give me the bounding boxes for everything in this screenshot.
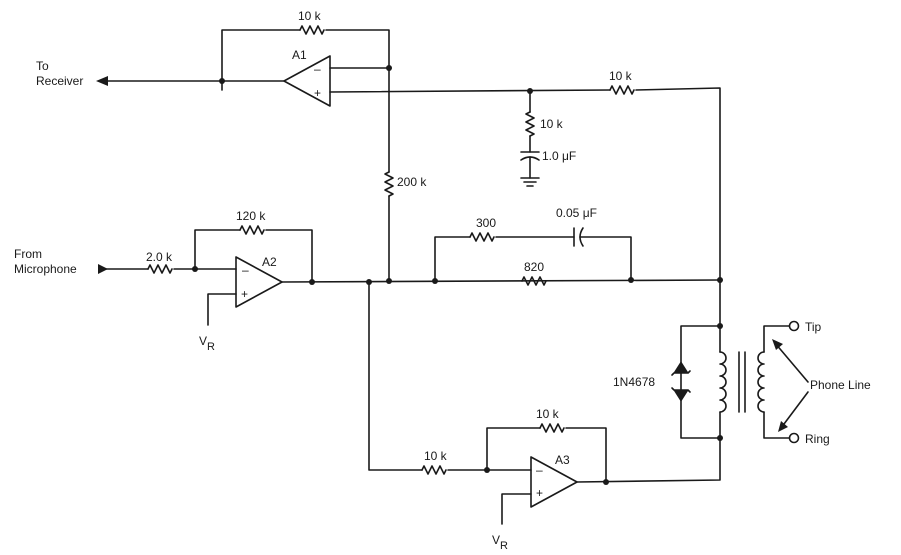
r-200k [384, 67, 394, 282]
secondary-winding [757, 320, 800, 444]
a2-label: A2 [262, 255, 277, 269]
op-amp-a2: – + A2 [235, 255, 283, 308]
phone-line-arrows [772, 339, 809, 432]
zener-label: 1N4678 [613, 375, 655, 389]
a1-plus-sign: + [314, 86, 321, 100]
to-receiver-label-line1: To [36, 59, 49, 73]
from-microphone-label-line2: Microphone [14, 262, 77, 276]
r-mic-in-label: 2.0 k [146, 250, 173, 264]
a1-label: A1 [292, 48, 307, 62]
r-a3-feedback-label: 10 k [536, 407, 560, 421]
shunt-network [520, 90, 540, 187]
receiver-output [96, 76, 285, 91]
vr-a2-label: VR [199, 334, 215, 353]
primary-winding [717, 279, 727, 441]
transformer-core [738, 351, 746, 413]
a2-minus-sign: – [242, 263, 249, 277]
to-receiver-label-line2: Receiver [36, 74, 83, 88]
a1-feedback-loop [221, 25, 390, 81]
microphone-input [98, 264, 237, 274]
from-microphone-label-line1: From [14, 247, 42, 261]
r-820 [521, 276, 547, 286]
r-shunt-label: 10 k [540, 117, 564, 131]
r-820-label: 820 [524, 260, 544, 274]
a1-plus-wire [329, 85, 721, 281]
ring-label: Ring [805, 432, 830, 446]
r-a2-feedback-label: 120 k [236, 209, 266, 223]
a3-feedback-loop [486, 423, 607, 483]
main-bus [281, 277, 723, 285]
a3-output-wire [576, 437, 721, 485]
ring-terminal [788, 432, 800, 444]
a3-minus-sign: – [536, 463, 543, 477]
tip-terminal [788, 320, 800, 332]
a3-label: A3 [555, 453, 570, 467]
a3-plus-sign: + [536, 486, 543, 500]
a1-minus-sign: – [314, 62, 321, 76]
op-amp-a3: – + A3 [530, 453, 578, 508]
op-amp-a1: – + A1 [283, 48, 331, 107]
phone-line-label: Phone Line [810, 378, 871, 392]
a2-feedback-loop [194, 225, 313, 283]
tip-label: Tip [805, 320, 822, 334]
r-300-label: 300 [476, 216, 496, 230]
a2-vr-bias [207, 293, 237, 326]
r-200k-label: 200 k [397, 175, 427, 189]
rc-branch [434, 227, 632, 282]
r-a1-feedback-label: 10 k [298, 9, 322, 23]
r-a1-plus-label: 10 k [609, 69, 633, 83]
a3-vr-bias [501, 493, 532, 525]
c-005-label: 0.05 μF [556, 206, 597, 220]
r-a3-in-label: 10 k [424, 449, 448, 463]
a2-plus-sign: + [241, 287, 248, 301]
zener-diodes [671, 325, 721, 439]
c-shunt-label: 1.0 μF [542, 149, 576, 163]
vr-a3-label: VR [492, 533, 508, 552]
a3-input-path [368, 281, 532, 475]
